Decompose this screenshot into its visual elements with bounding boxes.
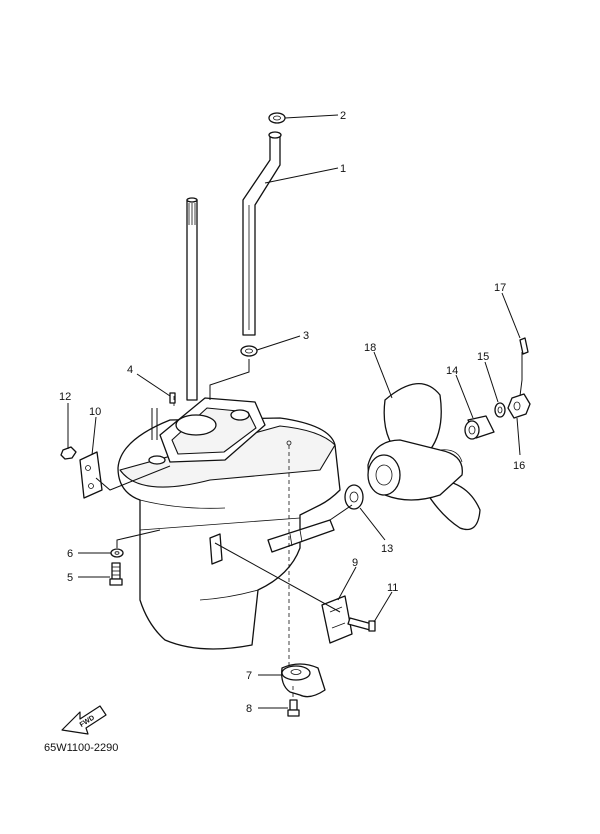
- part-1-water-tube[interactable]: [242, 131, 282, 336]
- diagram-code: 65W1100-2290: [44, 742, 118, 754]
- part-11-bolt[interactable]: [347, 617, 376, 632]
- callout-3[interactable]: 3: [303, 330, 309, 342]
- lower-case-housing: [117, 397, 341, 650]
- part-9-plate[interactable]: [321, 595, 353, 644]
- callout-1[interactable]: 1: [340, 163, 346, 175]
- part-12-nut[interactable]: [60, 446, 77, 460]
- callout-8[interactable]: 8: [246, 703, 252, 715]
- callout-leaders: [67, 114, 521, 709]
- part-14-spacer[interactable]: [464, 415, 495, 440]
- callout-10[interactable]: 10: [89, 406, 101, 418]
- part-17-cotter-pin[interactable]: [519, 337, 529, 355]
- part-4-pin[interactable]: [169, 392, 176, 404]
- callout-13[interactable]: 13: [381, 543, 393, 555]
- drive-shaft: [186, 197, 198, 401]
- part-10-bracket[interactable]: [79, 451, 103, 499]
- callout-6[interactable]: 6: [67, 548, 73, 560]
- callout-15[interactable]: 15: [477, 351, 489, 363]
- part-16-nut[interactable]: [507, 393, 531, 419]
- part-13-thrust-washer[interactable]: [344, 484, 364, 510]
- callout-labels: 1 2 3 4 5 6 7 8 9 10 11 12 13 14 15 16 1…: [59, 110, 525, 715]
- part-8-screw[interactable]: [287, 699, 300, 717]
- part-5-bolt[interactable]: [109, 562, 123, 586]
- part-15-washer[interactable]: [494, 402, 506, 418]
- part-2-washer[interactable]: [268, 112, 286, 124]
- callout-9[interactable]: 9: [352, 557, 358, 569]
- callout-5[interactable]: 5: [67, 572, 73, 584]
- callout-4[interactable]: 4: [127, 364, 133, 376]
- callout-7[interactable]: 7: [246, 670, 252, 682]
- fwd-arrow-icon: FWD: [61, 705, 107, 735]
- callout-14[interactable]: 14: [446, 365, 458, 377]
- callout-2[interactable]: 2: [340, 110, 346, 122]
- callout-11[interactable]: 11: [387, 582, 398, 594]
- part-6-washer[interactable]: [110, 548, 124, 558]
- part-18-propeller[interactable]: [367, 382, 481, 531]
- assembly-lines: [95, 352, 523, 700]
- part-3-grommet[interactable]: [240, 345, 258, 357]
- callout-17[interactable]: 17: [494, 282, 506, 294]
- callout-12[interactable]: 12: [59, 391, 71, 403]
- callout-16[interactable]: 16: [513, 460, 525, 472]
- callout-18[interactable]: 18: [364, 342, 376, 354]
- part-7-cap[interactable]: [281, 663, 326, 698]
